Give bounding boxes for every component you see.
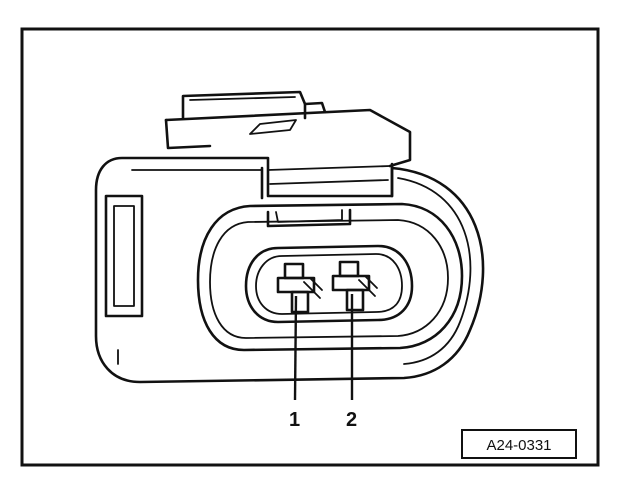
reference-code: A24-0331 xyxy=(486,437,551,454)
connector-housing xyxy=(94,90,485,384)
pin-1-contact xyxy=(276,262,323,314)
callout-1-label: 1 xyxy=(289,409,300,431)
callout-2-label: 2 xyxy=(346,409,357,431)
reference-code-box xyxy=(461,429,577,459)
callout-1-leader xyxy=(293,295,298,401)
pin-2-contact xyxy=(331,260,378,312)
